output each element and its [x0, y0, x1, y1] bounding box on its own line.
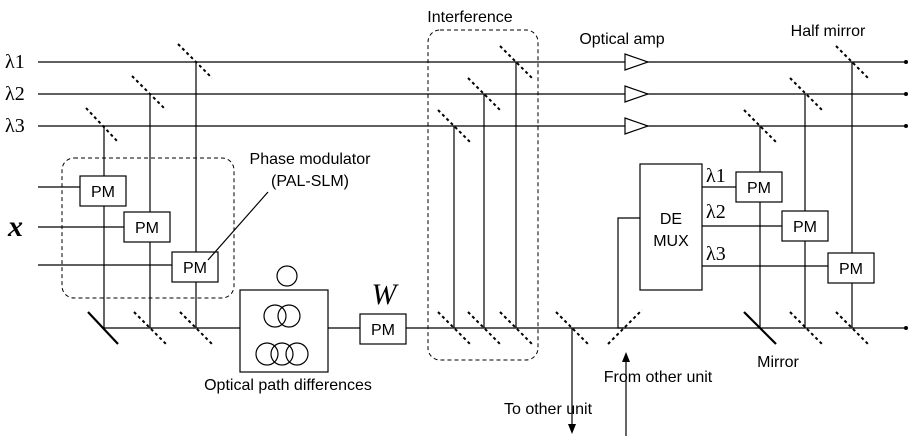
right-half-mirror-top-3 [835, 45, 869, 79]
optical-amp-1 [624, 53, 650, 71]
interference-half-mirror-top-3 [499, 45, 533, 79]
half-mirror-label: Half mirror [791, 23, 866, 40]
demux-block: DE MUX [639, 163, 703, 291]
interference-half-mirror-bottom-1 [437, 311, 471, 345]
lambda2-terminal [904, 92, 908, 96]
svg-text:PM: PM [371, 322, 395, 339]
right-half-mirror-bottom-2 [789, 311, 823, 345]
lambda3-label: λ3 [5, 115, 25, 137]
optical-amp-2 [624, 85, 650, 103]
bottom-half-mirror-3 [179, 311, 213, 345]
demux-lambda2-label: λ2 [706, 201, 726, 223]
svg-text:PM: PM [793, 219, 817, 236]
from-other-unit-half-mirror [607, 309, 643, 345]
lambda1-label: λ1 [5, 51, 25, 73]
from-other-unit-arrowhead [622, 352, 630, 362]
pm-box-weight: PM [359, 313, 407, 345]
pm-box-left-1: PM [79, 175, 127, 207]
bottom-mirror [87, 311, 119, 345]
mirror-label: Mirror [757, 354, 799, 371]
right-half-mirror-bottom-3 [835, 311, 869, 345]
left-half-mirror-2 [131, 75, 167, 111]
interference-half-mirror-top-1 [437, 109, 471, 143]
svg-text:PM: PM [747, 180, 771, 197]
from-other-unit-label: From other unit [604, 369, 713, 386]
lambda3-terminal [904, 124, 908, 128]
interference-group [427, 29, 539, 361]
phase-modulator-group [61, 157, 235, 299]
phase-modulator-leader [207, 191, 269, 261]
svg-text:PM: PM [183, 260, 207, 277]
interference-label: Interference [427, 9, 512, 26]
lambda1-terminal [904, 60, 908, 64]
pm-box-left-2: PM [123, 211, 171, 243]
bottom-terminal [904, 326, 908, 330]
left-half-mirror-3 [177, 43, 213, 79]
weight-w-label: W [372, 278, 400, 311]
interference-half-mirror-bottom-2 [467, 311, 501, 345]
optical-amp-3 [624, 117, 650, 135]
demux-lambda1-label: λ1 [706, 165, 726, 187]
input-x-label: x [7, 210, 23, 243]
lambda2-label: λ2 [5, 83, 25, 105]
demux-lambda3-label: λ3 [706, 243, 726, 265]
svg-text:PM: PM [135, 220, 159, 237]
pal-slm-label: (PAL-SLM) [271, 173, 349, 190]
svg-text:MUX: MUX [653, 233, 689, 250]
svg-text:PM: PM [91, 184, 115, 201]
optical-path-differences-block [239, 265, 329, 373]
right-half-mirror-top-2 [789, 77, 823, 111]
pm-box-right-3: PM [827, 252, 875, 284]
bottom-half-mirror-2 [133, 311, 167, 345]
interference-half-mirror-top-2 [467, 77, 501, 111]
optical-amp-label: Optical amp [579, 31, 664, 48]
right-mirror [743, 311, 777, 345]
pm-box-right-1: PM [735, 171, 783, 203]
to-other-unit-label: To other unit [504, 401, 593, 418]
pm-box-right-2: PM [781, 210, 829, 242]
to-other-unit-half-mirror [555, 311, 589, 345]
interference-half-mirror-bottom-3 [499, 311, 533, 345]
left-half-mirror-1 [85, 107, 119, 143]
svg-text:PM: PM [839, 261, 863, 278]
optical-path-differences-label: Optical path differences [204, 377, 372, 394]
phase-modulator-label: Phase modulator [250, 151, 372, 168]
right-half-mirror-top-1 [743, 109, 777, 143]
svg-text:DE: DE [660, 211, 682, 228]
demux-input-line [617, 217, 640, 329]
to-other-unit-arrowhead [568, 424, 576, 434]
